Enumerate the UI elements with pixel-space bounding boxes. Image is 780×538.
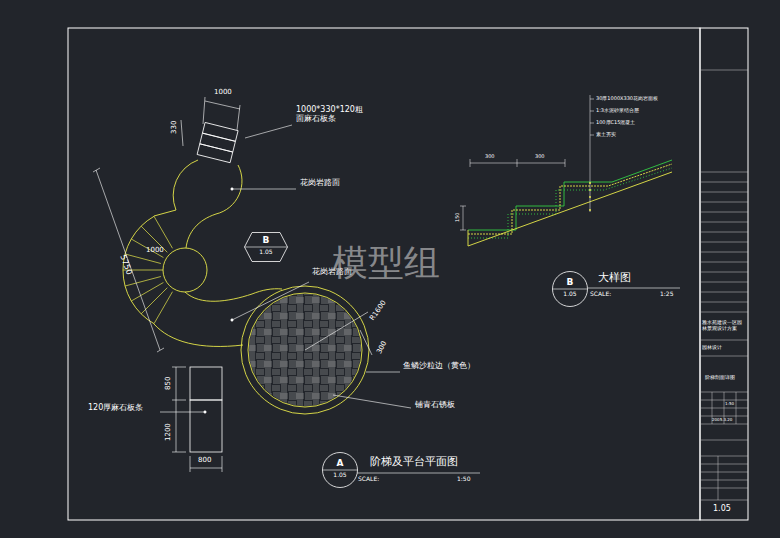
scale-text: 1:50 <box>457 476 470 483</box>
sheet-reference: 1.05 <box>322 472 358 478</box>
sheet-number: 1.05 <box>713 505 731 514</box>
layer-note: 素土夯实 <box>596 132 616 138</box>
dimension-text: 850 <box>165 377 173 390</box>
title-block-text: 雅水苑建设一区园林景观设计方案 <box>702 320 746 331</box>
scale-text: SCALE: <box>358 476 379 483</box>
index-letter: B <box>244 236 288 245</box>
material-callout: 120厚麻石板条 <box>88 404 143 413</box>
node-outline <box>552 271 588 307</box>
material-callout: 鱼鳞沙粒边（黄色） <box>403 362 475 371</box>
view-title: 大样图 <box>598 272 631 284</box>
dimension-text: 150 <box>455 212 461 222</box>
title-block-text: 2005.3.20 <box>712 418 732 422</box>
dimension-text: 300 <box>485 154 495 160</box>
view-title: 阶梯及平台平面图 <box>370 456 458 468</box>
sheet-reference: 1.05 <box>244 249 288 255</box>
title-block-text: 1:50 <box>725 402 734 406</box>
material-callout: 花岗岩路面 <box>300 179 340 188</box>
dimension-text: 5750 <box>118 254 133 276</box>
radius-text: R1600 <box>369 299 388 322</box>
dimension-text: 300 <box>535 154 545 160</box>
dimension-text: 1000 <box>146 247 164 255</box>
index-letter: B <box>552 278 588 287</box>
sheet-reference: 1.05 <box>552 291 588 297</box>
dimension-text: 1200 <box>165 423 173 441</box>
layer-note: 30厚1000X330花岗岩面板 <box>596 96 658 102</box>
material-callout: 铺青石锈板 <box>415 401 455 410</box>
material-callout: 1000*330*120粗 面麻石板条 <box>296 106 378 124</box>
layer-note: 1:3水泥砂浆结合层 <box>596 108 639 114</box>
layer-note: 100厚C15混凝土 <box>596 120 635 126</box>
dimension-text: 330 <box>171 121 179 134</box>
node-outline <box>322 452 358 488</box>
dimension-text: 300 <box>376 340 389 355</box>
scale-text: SCALE: <box>590 291 611 298</box>
dimension-text: 1000 <box>214 89 232 97</box>
detail-index-hexagon: B 1.05 <box>244 232 288 262</box>
view-index-circle: B 1.05 <box>552 271 588 307</box>
dimension-text: 800 <box>198 457 211 465</box>
index-letter: A <box>322 459 358 468</box>
watermark: 模型组 <box>332 243 440 283</box>
title-block-text: 阶梯剖面详图 <box>705 375 735 381</box>
view-index-circle: A 1.05 <box>322 452 358 488</box>
scale-text: 1:25 <box>660 291 673 298</box>
title-block-text: 园林设计 <box>702 345 722 351</box>
